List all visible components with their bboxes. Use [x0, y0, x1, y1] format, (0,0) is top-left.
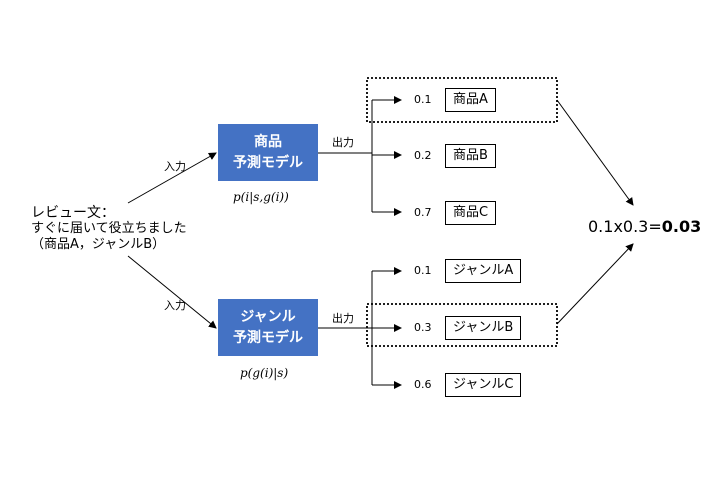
product-model-line1: 商品: [254, 133, 282, 150]
product-b-prob: 0.2: [414, 149, 432, 162]
genre-c-prob: 0.6: [414, 378, 432, 391]
genre-b-prob: 0.3: [414, 321, 432, 334]
result-formula: 0.1x0.3=: [588, 217, 662, 236]
input-label-genre: 入力: [164, 299, 186, 312]
genre-model-line2: 予測モデル: [233, 329, 303, 346]
product-prediction-model: 商品 予測モデル: [218, 124, 318, 181]
input-label-product: 入力: [164, 160, 186, 173]
output-label-product: 出力: [332, 136, 354, 149]
genre-prediction-model: ジャンル 予測モデル: [218, 299, 318, 356]
genre-a-prob: 0.1: [414, 264, 432, 277]
result-expression: 0.1x0.3=0.03: [588, 217, 701, 236]
product-model-formula: p(i|s,g(i)): [233, 190, 289, 204]
genre-a-box: ジャンルA: [445, 259, 522, 283]
product-c-prob: 0.7: [414, 206, 432, 219]
review-title: レビュー文：: [31, 205, 115, 221]
output-label-genre: 出力: [332, 312, 354, 325]
product-model-line2: 予測モデル: [233, 154, 303, 171]
genre-model-formula: p(g(i)|s): [240, 366, 289, 380]
product-a-box: 商品A: [445, 88, 496, 112]
product-b-box: 商品B: [445, 144, 496, 168]
arrow-review-to-genre-model: [127, 255, 217, 329]
genre-model-line1: ジャンル: [240, 308, 296, 325]
arrow-product-a-to-result: [556, 99, 634, 206]
result-value: 0.03: [661, 217, 702, 236]
genre-b-box: ジャンルB: [445, 316, 522, 340]
review-text-block: レビュー文： すぐに届いて役立ちました （商品A，ジャンルB）: [31, 205, 187, 253]
review-body: すぐに届いて役立ちました: [31, 221, 187, 236]
product-c-box: 商品C: [445, 201, 497, 225]
product-a-prob: 0.1: [414, 93, 432, 106]
arrow-genre-b-to-result: [556, 243, 634, 325]
review-labels: （商品A，ジャンルB）: [31, 237, 166, 252]
genre-c-box: ジャンルC: [445, 373, 522, 397]
arrow-review-to-product-model: [127, 152, 217, 204]
